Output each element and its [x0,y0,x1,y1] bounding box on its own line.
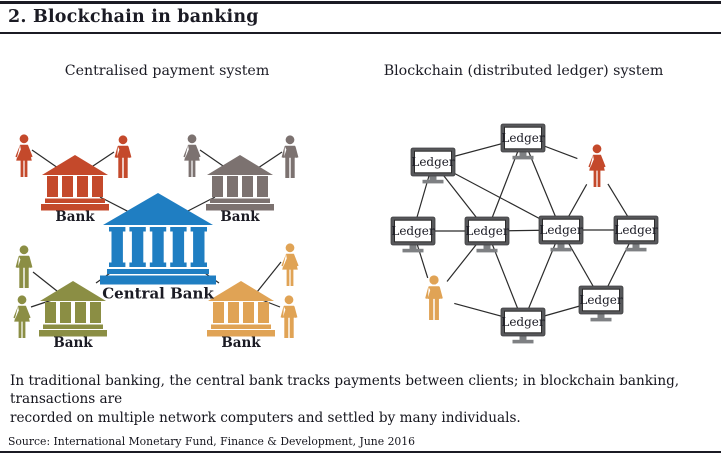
ledger-node: Ledger [390,216,436,253]
central-bank-icon: Central Bank [100,193,216,303]
title-rule [0,32,721,34]
ledger-node: Ledger [578,285,624,322]
ledger-label: Ledger [539,223,583,237]
bank-label: Bank [220,209,260,225]
connection-line [32,271,58,292]
gray-man-icon [281,135,299,178]
connection-line [30,299,53,308]
ledger-label: Ledger [614,223,658,237]
ledger-node: Ledger [500,123,546,160]
orange-man-icon [425,275,443,321]
orange-man-icon [280,295,298,338]
left-panel-title: Centralised payment system [64,63,270,79]
bank-icon-orange: Bank [207,281,275,351]
ledger-label: Ledger [579,293,623,307]
ledger-label: Ledger [465,224,509,238]
connection-line [89,151,115,169]
connection-line [99,196,132,214]
ledger-node: Ledger [613,215,659,252]
ledger-node: Ledger [500,307,546,344]
red-man-icon [114,135,132,178]
bottom-rule [0,451,721,453]
red-woman-icon [588,144,606,187]
ledger-label: Ledger [411,155,455,169]
right-panel-title: Blockchain (distributed ledger) system [383,63,664,79]
bank-label: Bank [221,335,261,351]
connection-line [261,299,281,308]
bank-icon-gray: Bank [206,155,274,225]
top-rule [0,1,721,4]
red-woman-icon [15,134,33,177]
ledger-node: Ledger [538,215,584,252]
olive-woman-icon [13,295,31,338]
gray-woman-icon [183,134,201,177]
connection-line [522,229,562,323]
ledger-node: Ledger [410,147,456,184]
connection-line [257,151,283,169]
orange-woman-icon [281,243,299,286]
connection-line [183,196,216,214]
ledger-label: Ledger [501,131,545,145]
connection-line [486,230,524,323]
ledger-label: Ledger [501,315,545,329]
central-bank-label: Central Bank [102,285,214,303]
bank-label: Bank [53,335,93,351]
bank-icon-olive: Bank [39,281,107,351]
figure-source: Source: International Monetary Fund, Fin… [8,435,416,448]
connection-line [256,261,282,293]
figure-title: 2. Blockchain in banking [8,7,259,27]
ledger-node: Ledger [464,216,510,253]
connection-line [486,137,524,232]
olive-man-icon [15,245,33,288]
ledger-label: Ledger [391,224,435,238]
bank-icon-red: Bank [41,155,109,225]
bank-label: Bank [55,209,95,225]
figure-caption: In traditional banking, the central bank… [10,373,680,426]
connection-line [199,149,227,169]
connection-line [522,137,562,231]
connection-line [31,149,59,169]
